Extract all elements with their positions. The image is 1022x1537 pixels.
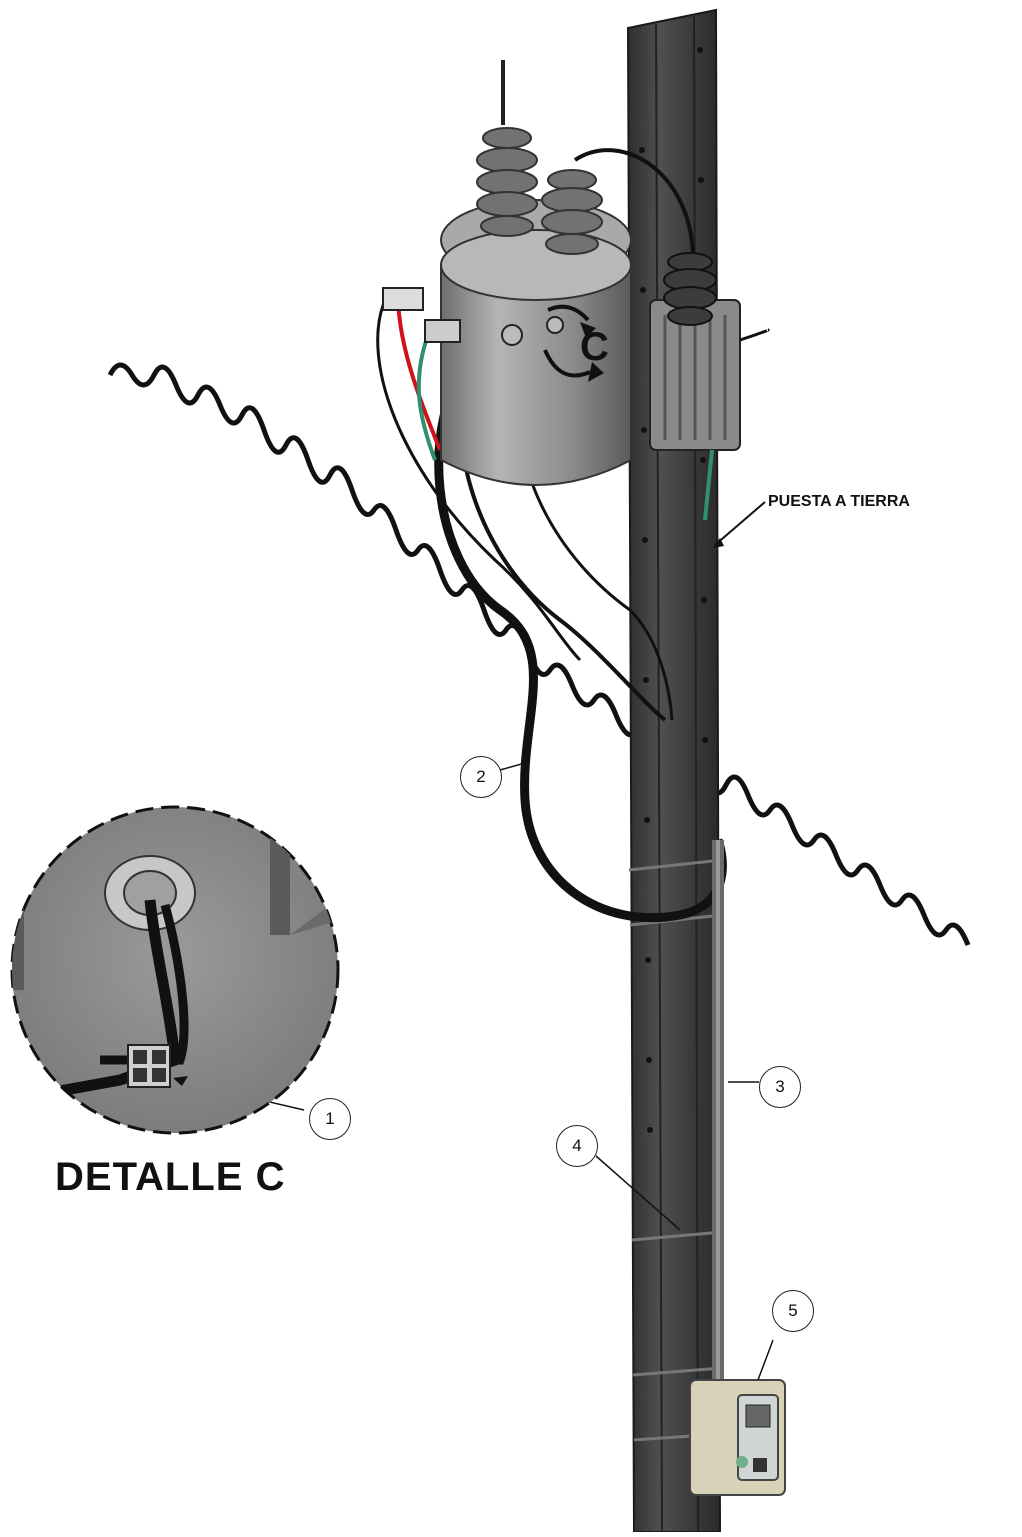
callout-3: 3 [759,1066,801,1108]
ground-label: PUESTA A TIERRA [768,493,910,510]
callout-1: 1 [309,1098,351,1140]
green-wire [416,329,437,461]
view-letter-c: C [580,325,609,369]
detail-c-view [10,805,340,1135]
transformer [382,60,695,486]
callout-2: 2 [460,756,502,798]
messenger-wire [107,362,971,946]
detail-title: DETALLE C [55,1155,286,1199]
callout-5: 5 [772,1290,814,1332]
red-wire [396,299,442,451]
callout-4: 4 [556,1125,598,1167]
service-cable [434,357,727,923]
meter-box [689,1379,786,1496]
surge-arrester [649,252,770,521]
ground-leader [714,501,766,546]
pole [626,8,723,1533]
